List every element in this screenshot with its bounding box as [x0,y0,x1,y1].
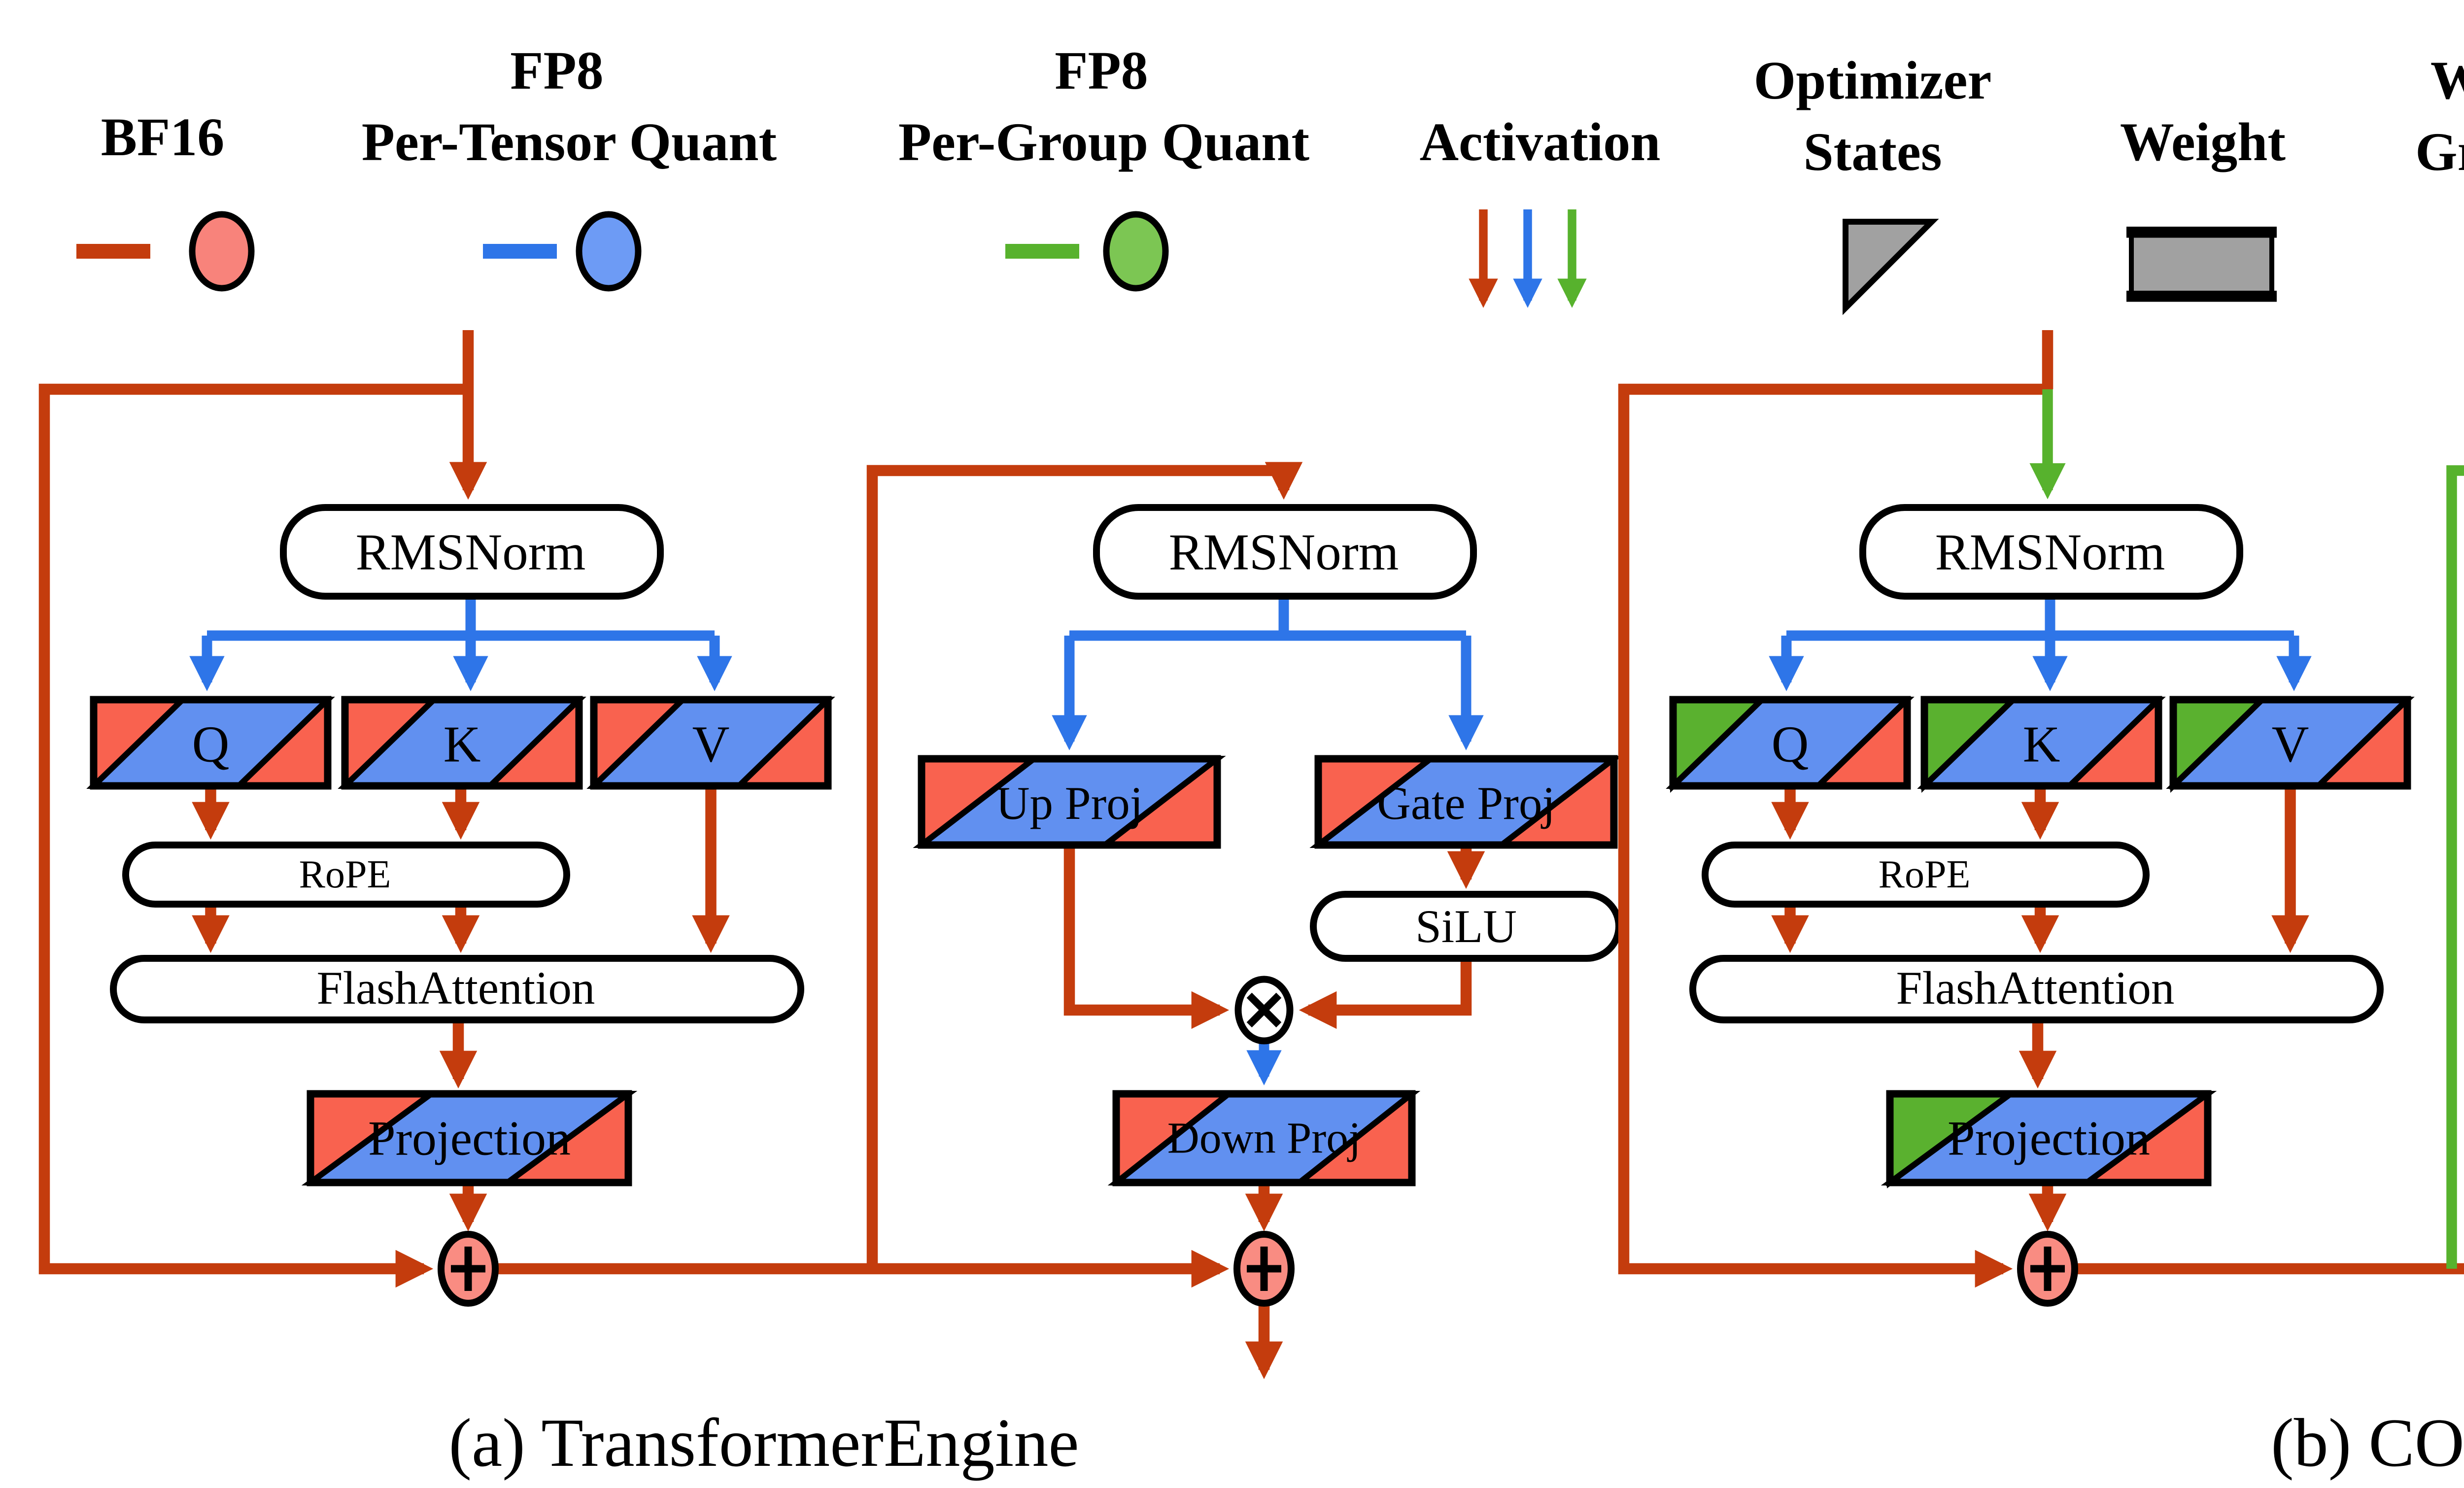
legend-glyphs [76,209,2277,315]
node-flash-attention: FlashAttention [317,962,595,1014]
node-flash-attention: FlashAttention [1896,962,2175,1014]
per-group-line-swatch [1005,244,1079,259]
weight-icon-top-edge [2126,227,2277,238]
node-rmsnorm-attn: RMSNorm [1935,523,2165,581]
diagram-b: RMSNorm RoPE FlashAttention RMSNorm SiLU… [1618,330,2464,1307]
legend-activation-label: Activation [1419,111,1661,172]
diagram-a-split-boxes [86,696,1623,1186]
legend-optimizer-label-1: Optimizer [1753,49,1992,111]
node-rmsnorm-attn: RMSNorm [356,523,586,581]
per-group-dot-icon [1103,211,1169,292]
legend-optimizer-label-2: States [1803,121,1942,182]
diagram-a-fp8-lines [189,596,1484,1085]
diagram-a: RMSNorm RoPE FlashAttention RMSNorm SiLU… [38,330,1623,1380]
node-projection: Projection [1948,1111,2150,1166]
node-q: Q [1772,715,1809,773]
node-rope: RoPE [1879,853,1971,896]
node-silu: SiLU [1415,900,1517,952]
diagram-a-add-mlp [1233,1231,1295,1307]
node-rope: RoPE [299,853,391,896]
diagram-a-add-attn [438,1231,499,1307]
node-q: Q [192,715,230,773]
per-tensor-line-swatch [483,244,557,259]
legend-fp8-tensor-label-1: FP8 [510,39,604,101]
caption-a: (a) TransformerEngine [448,1407,1079,1483]
diagram-b-split-boxes [1666,696,2415,1188]
legend-weight-grad-label-1: Weight [2430,51,2464,111]
legend-weight-label: Weight [2120,111,2286,172]
diagram-a-multiply [1234,976,1294,1045]
node-v: V [2272,715,2309,773]
node-down-proj: Down Proj [1167,1114,1361,1163]
node-rmsnorm-mlp: RMSNorm [1169,523,1399,581]
legend-fp8-tensor-label-2: Per-Tensor Quant [361,111,777,172]
node-k: K [2023,715,2060,773]
diagram-b-per-group-lines [2029,389,2464,1269]
node-projection: Projection [368,1111,571,1166]
activation-arrows-icon [1469,209,1587,308]
node-k: K [444,715,481,773]
legend-weight-grad-label-2: Gradient [2415,121,2464,182]
caption-b: (b) COAT [2271,1407,2464,1483]
diagram-b-bf16-lines [1618,330,2464,1288]
diagram-a-bf16-lines [38,330,1485,1380]
node-gate-proj: Gate Proj [1377,777,1555,829]
diagram-a-op-boxes [110,504,1622,1023]
diagram-b-add-attn [2017,1231,2078,1307]
bf16-line-swatch [76,244,150,259]
per-tensor-dot-icon [576,211,642,292]
legend-fp8-group-label-1: FP8 [1055,39,1148,101]
bf16-dot-icon [189,211,255,292]
node-up-proj: Up Proj [996,777,1143,829]
diagram-b-op-boxes [1689,504,2384,1023]
legend-bf16-label: BF16 [101,106,225,168]
legend-fp8-group-label-2: Per-Group Quant [898,111,1310,172]
optimizer-states-icon [1843,219,1939,315]
weight-icon-bottom-edge [2126,291,2277,302]
node-v: V [692,715,730,773]
diagram-b-fp8-lines [1769,596,2312,691]
